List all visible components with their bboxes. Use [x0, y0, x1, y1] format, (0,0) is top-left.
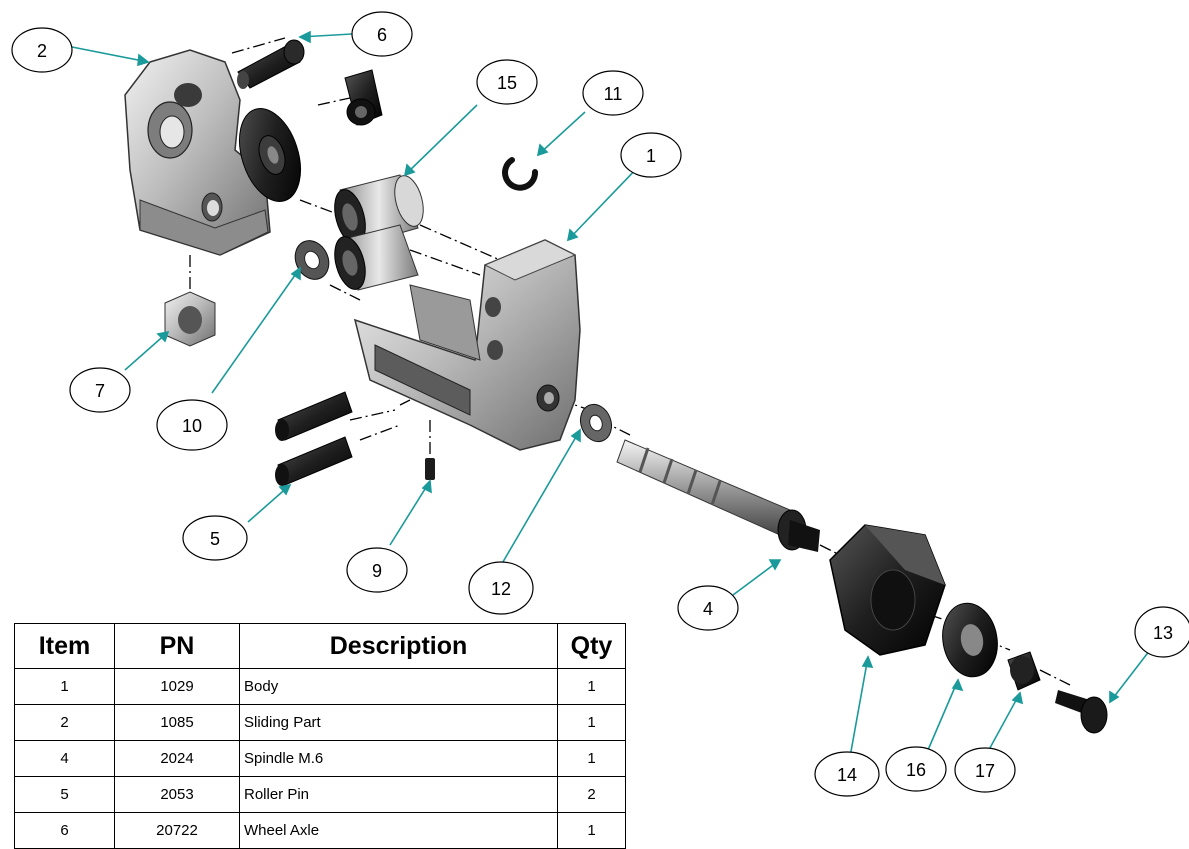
callout-bubble — [814, 751, 880, 797]
bom-cell-qty: 1 — [557, 704, 626, 741]
bom-table: Item PN Description Qty 1 1029 Body 1 2 … — [14, 623, 626, 849]
bom-header-row: Item PN Description Qty — [14, 623, 626, 669]
bom-cell-description: Sliding Part — [239, 704, 558, 741]
bom-header-item: Item — [14, 623, 115, 669]
callout-label-12: 12 — [491, 579, 511, 599]
callout-bubble — [620, 132, 682, 178]
cutting-wheel-top — [239, 108, 301, 202]
bom-cell-pn: 20722 — [114, 812, 240, 849]
bom-cell-description: Wheel Axle — [239, 812, 558, 849]
bom-cell-pn: 2053 — [114, 776, 240, 813]
table-row: 1 1029 Body 1 — [14, 668, 626, 705]
callout-bubble — [476, 59, 538, 105]
callout-bubble — [69, 367, 131, 413]
bom-cell-item: 6 — [14, 812, 115, 849]
wheel-axle-6 — [237, 39, 305, 89]
callout-label-10: 10 — [182, 416, 202, 436]
callout-label-15: 15 — [497, 73, 517, 93]
bom-cell-item: 5 — [14, 776, 115, 813]
callout-label-4: 4 — [703, 599, 713, 619]
callout-label-7: 7 — [95, 381, 105, 401]
callout-bubble — [885, 746, 947, 792]
bom-cell-pn: 2024 — [114, 740, 240, 777]
callout-bubbles — [11, 11, 1189, 797]
bom-cell-description: Roller Pin — [239, 776, 558, 813]
callout-bubble — [1134, 606, 1189, 658]
callout-bubble — [11, 27, 73, 73]
spindle-4 — [616, 439, 820, 552]
bom-cell-qty: 1 — [557, 668, 626, 705]
bom-cell-item: 4 — [14, 740, 115, 777]
bill-of-materials: Item PN Description Qty 1 1029 Body 1 2 … — [14, 623, 629, 849]
rollers-15 — [334, 174, 424, 291]
bom-cell-pn: 1029 — [114, 668, 240, 705]
callout-label-5: 5 — [210, 529, 220, 549]
screw-13 — [1055, 690, 1108, 734]
table-row: 4 2024 Spindle M.6 1 — [14, 740, 626, 777]
set-screw-9 — [425, 458, 435, 480]
callout-bubble — [346, 547, 408, 593]
table-row: 5 2053 Roller Pin 2 — [14, 776, 626, 813]
table-row: 2 1085 Sliding Part 1 — [14, 704, 626, 741]
bom-cell-description: Body — [239, 668, 558, 705]
callout-bubble — [582, 70, 644, 116]
bom-header-description: Description — [239, 623, 558, 669]
body-1 — [353, 239, 581, 451]
callout-bubble — [954, 747, 1016, 793]
callout-label-17: 17 — [975, 761, 995, 781]
roller-pins-5 — [275, 391, 353, 486]
callout-label-9: 9 — [372, 561, 382, 581]
callout-label-16: 16 — [906, 760, 926, 780]
bom-header-qty: Qty — [557, 623, 626, 669]
bearing-top — [344, 69, 383, 126]
knob-14 — [829, 524, 946, 656]
callout-label-2: 2 — [37, 41, 47, 61]
circlip-11 — [502, 157, 538, 191]
bearing-17 — [1007, 651, 1041, 691]
callout-bubble — [677, 585, 739, 631]
cutting-wheel-16 — [942, 602, 998, 678]
bom-cell-description: Spindle M.6 — [239, 740, 558, 777]
callout-bubble — [351, 11, 413, 57]
table-row: 6 20722 Wheel Axle 1 — [14, 812, 626, 849]
bom-cell-pn: 1085 — [114, 704, 240, 741]
nut-7 — [164, 291, 216, 347]
callout-label-14: 14 — [837, 765, 857, 785]
callout-bubble — [156, 399, 228, 451]
callout-labels: 2 6 15 11 1 7 10 5 9 12 4 13 14 16 17 — [37, 25, 1173, 785]
exploded-assembly-diagram: 2 6 15 11 1 7 10 5 9 12 4 13 14 16 17 — [11, 11, 1189, 797]
callout-bubble — [182, 515, 248, 561]
washer-12 — [579, 403, 613, 443]
bom-cell-item: 1 — [14, 668, 115, 705]
bom-header-pn: PN — [114, 623, 240, 669]
bom-cell-qty: 1 — [557, 812, 626, 849]
leader-lines — [71, 30, 1151, 758]
callout-label-1: 1 — [646, 146, 656, 166]
sliding-part-2 — [124, 49, 271, 256]
callout-bubble — [468, 561, 534, 615]
callout-label-11: 11 — [604, 84, 623, 104]
callout-label-13: 13 — [1153, 623, 1173, 643]
bom-cell-item: 2 — [14, 704, 115, 741]
washer-10 — [294, 240, 330, 280]
bom-cell-qty: 1 — [557, 740, 626, 777]
callout-label-6: 6 — [377, 25, 387, 45]
bom-cell-qty: 2 — [557, 776, 626, 813]
